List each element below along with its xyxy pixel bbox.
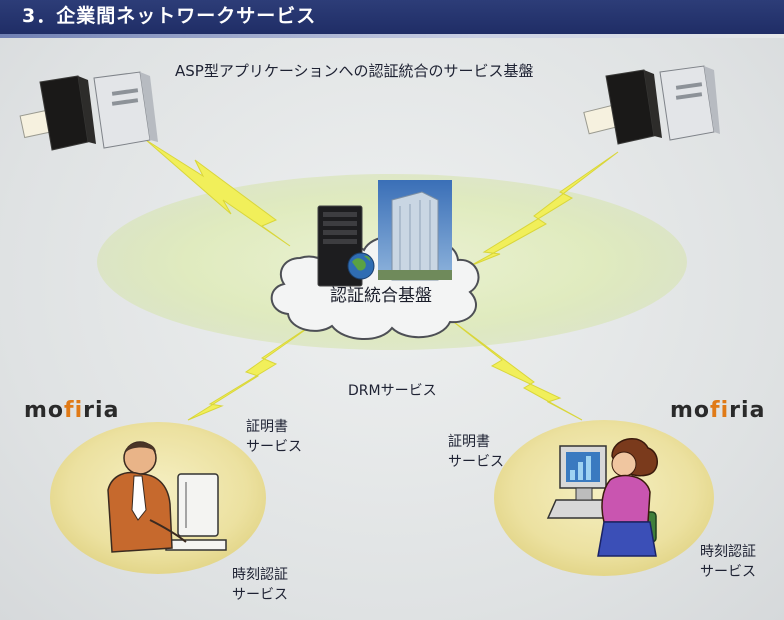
right-cert-line2: サービス xyxy=(448,454,504,470)
left-cert-line1: 証明書 xyxy=(246,419,288,435)
logo-suffix: ria xyxy=(729,398,766,423)
drm-service-label: DRMサービス xyxy=(348,383,437,399)
diagram-subtitle: ASP型アプリケーションへの認証統合のサービス基盤 xyxy=(175,62,534,80)
left-timestamp-service-label: 時刻認証 サービス xyxy=(232,565,288,605)
left-cert-service-label: 証明書 サービス xyxy=(246,417,302,457)
logo-suffix: ria xyxy=(83,398,120,423)
lightning-bolt-top-right xyxy=(469,151,619,267)
title-underline xyxy=(0,34,784,38)
businessman-at-computer-icon xyxy=(107,441,227,553)
logo-prefix: mo xyxy=(670,398,711,423)
right-time-line2: サービス xyxy=(700,564,756,580)
woman-at-computer-icon xyxy=(546,438,658,557)
mofiria-logo-right: mofiria xyxy=(670,398,765,423)
office-building-image xyxy=(378,180,452,281)
right-time-line1: 時刻認証 xyxy=(700,544,756,560)
logo-accent: fi xyxy=(64,398,84,423)
page-title: 3．企業間ネットワークサービス xyxy=(0,0,784,34)
left-time-line2: サービス xyxy=(232,587,288,603)
logo-accent: fi xyxy=(710,398,730,423)
globe-icon xyxy=(347,252,375,280)
lightning-bolt-bottom-right xyxy=(445,315,583,421)
asp-server-left-icon xyxy=(19,71,158,151)
right-cert-service-label: 証明書 サービス xyxy=(448,432,504,472)
left-time-line1: 時刻認証 xyxy=(232,567,288,583)
logo-prefix: mo xyxy=(24,398,65,423)
lightning-bolt-bottom-left xyxy=(187,317,323,421)
right-timestamp-service-label: 時刻認証 サービス xyxy=(700,542,756,582)
hub-label: 認証統合基盤 xyxy=(330,286,432,306)
mofiria-logo-left: mofiria xyxy=(24,398,119,423)
left-cert-line2: サービス xyxy=(246,439,302,455)
right-cert-line1: 証明書 xyxy=(448,434,490,450)
asp-server-right-icon xyxy=(583,65,720,145)
lightning-bolt-top-left xyxy=(145,139,291,247)
